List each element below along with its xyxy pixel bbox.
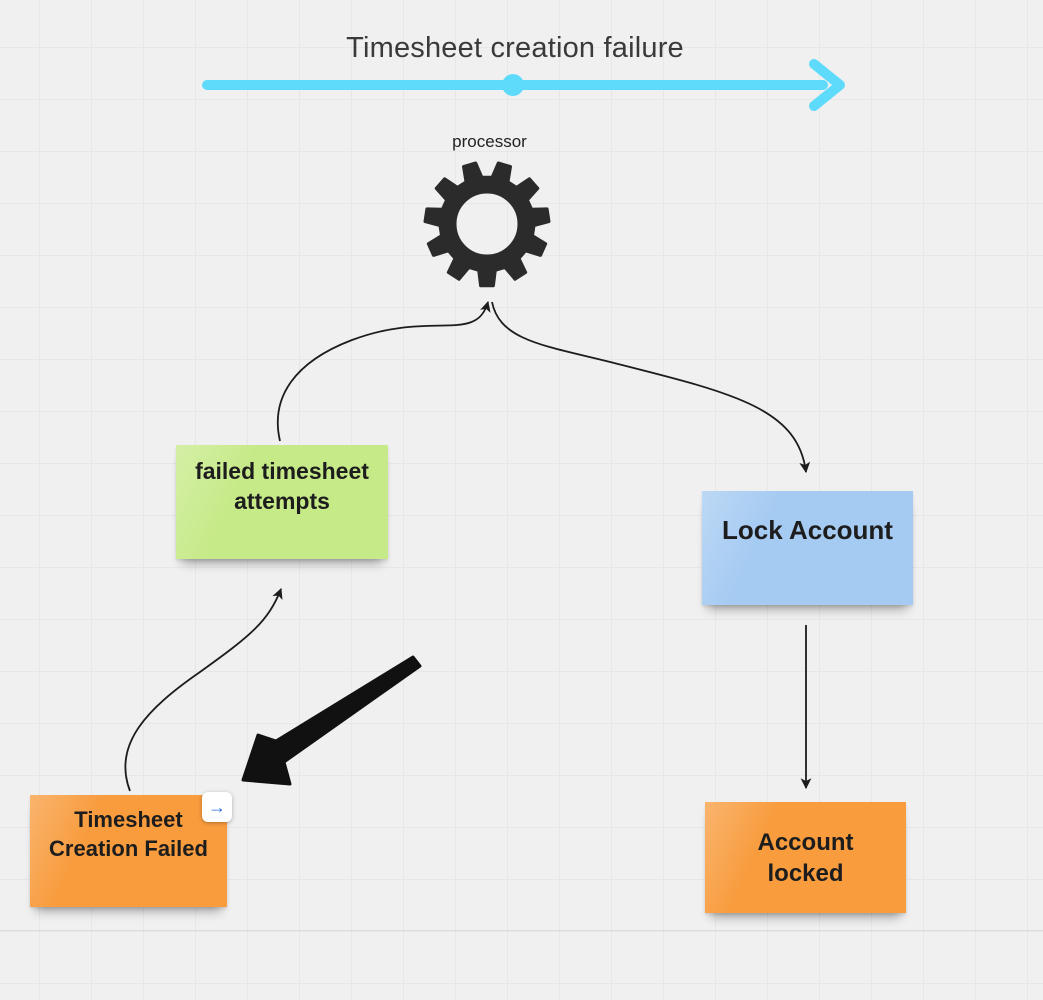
- timeline-midpoint-dot[interactable]: [502, 74, 524, 96]
- connector-timesheet-failed-to-failed-attempts[interactable]: [124, 587, 283, 792]
- board-title[interactable]: Timesheet creation failure: [346, 32, 684, 64]
- timeline-arrow[interactable]: [202, 59, 845, 111]
- sticky-note-timesheet-failed[interactable]: Timesheet Creation Failed: [30, 795, 227, 907]
- sticky-note-text: Lock Account: [722, 515, 893, 545]
- sticky-note-text: Account locked: [757, 829, 854, 888]
- sticky-note-text: failed timesheet attempts: [195, 458, 369, 514]
- timeline-arrowhead-icon: [809, 59, 845, 111]
- processor-label[interactable]: processor: [452, 132, 527, 151]
- connector-processor-to-lock-account[interactable]: [491, 301, 811, 474]
- frame-boundary-line: [0, 930, 1043, 931]
- connector-failed-attempts-to-processor[interactable]: [276, 300, 491, 442]
- note-link-button[interactable]: →: [202, 792, 232, 822]
- gear-icon[interactable]: [423, 161, 551, 288]
- sticky-note-text: Timesheet Creation Failed: [49, 807, 208, 861]
- sticky-note-account-locked[interactable]: Account locked: [705, 802, 906, 913]
- sticky-note-failed-attempts[interactable]: failed timesheet attempts: [176, 445, 388, 559]
- sticky-note-lock-account[interactable]: Lock Account: [702, 491, 913, 605]
- arrow-right-icon: →: [208, 796, 226, 817]
- big-marker-arrow[interactable]: [241, 655, 422, 786]
